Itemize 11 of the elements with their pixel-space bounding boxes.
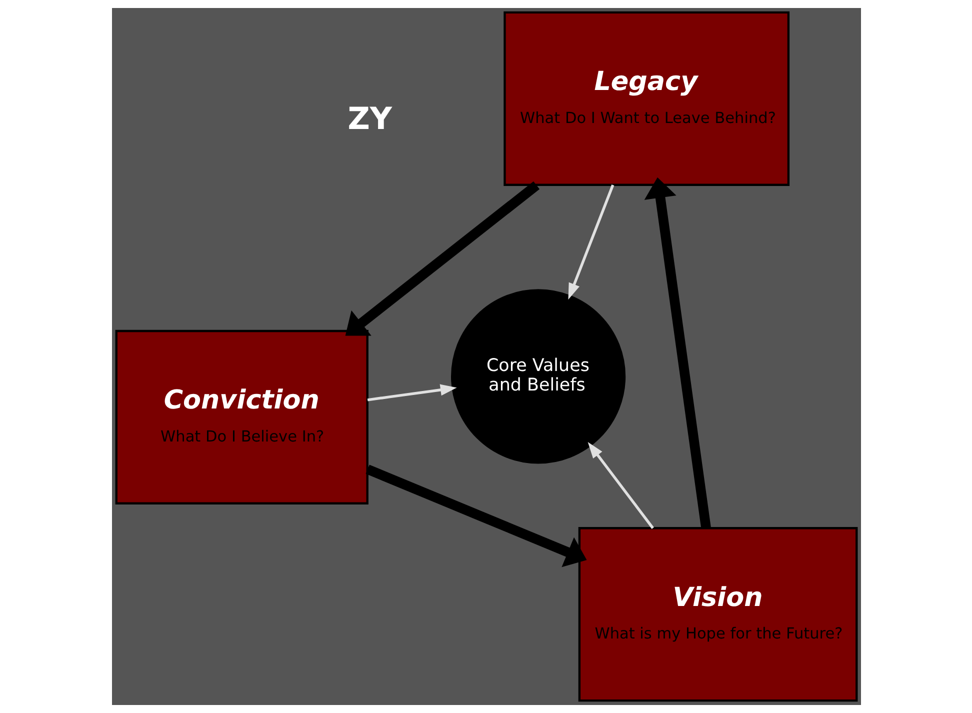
arrow [365,464,586,568]
arrow [587,442,654,529]
node-box: Vision What is my Hope for the Future? [578,527,858,702]
arrow [344,181,540,336]
arrow [568,184,614,300]
node-box: Legacy What Do I Want to Leave Behind? [503,11,790,186]
label: ZY [347,102,392,138]
node-box: Conviction What Do I Believe In? [114,330,368,504]
arrow [366,384,456,402]
node-circle: Core Values and Beliefs [450,289,626,464]
arrow [644,177,710,529]
